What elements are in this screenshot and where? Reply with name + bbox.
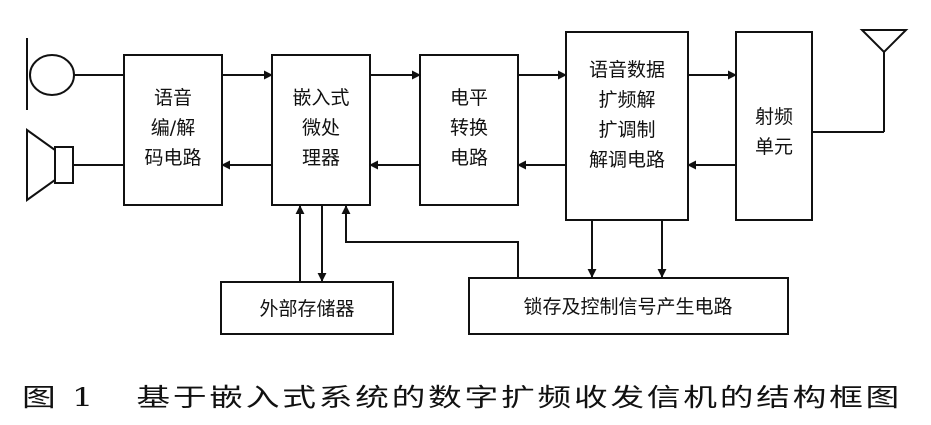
box-label-line: 电路 — [450, 147, 488, 169]
box-label-line: 锁存及控制信号产生电路 — [523, 296, 732, 318]
box-label-line: 微处 — [302, 117, 340, 139]
external-memory-box — [220, 281, 394, 335]
box-label-line: 嵌入式 — [292, 87, 349, 109]
speech-codec-label: 语音编/解码电路 — [144, 87, 201, 169]
box-label-line: 射频 — [755, 106, 793, 128]
box-label-line: 理器 — [302, 147, 340, 169]
box-label-line: 解调电路 — [589, 149, 665, 171]
box-label-line: 转换 — [450, 117, 488, 139]
box-label-line: 电平 — [450, 87, 488, 109]
rf-unit-box — [735, 31, 813, 221]
microphone-icon — [26, 38, 75, 110]
box-label-line: 编/解 — [151, 117, 195, 139]
embedded-mcu-label: 嵌入式微处理器 — [292, 87, 349, 169]
external-memory-label: 外部存储器 — [259, 298, 354, 320]
latch-control-label: 锁存及控制信号产生电路 — [523, 296, 732, 318]
box-label-line: 扩调制 — [598, 119, 655, 141]
box-label-line: 语音 — [154, 87, 192, 109]
box-label-line: 码电路 — [144, 147, 201, 169]
spread-spectrum-modem-label: 语音数据扩频解扩调制解调电路 — [589, 59, 665, 171]
spread-spectrum-modem-box — [565, 31, 689, 221]
level-shift-label: 电平转换电路 — [450, 87, 488, 169]
box-label-line: 扩频解 — [598, 89, 655, 111]
latch-control-box — [468, 277, 789, 335]
speech-codec-box — [123, 54, 223, 206]
rf-unit-label: 射频单元 — [755, 106, 793, 158]
box-label-line: 单元 — [755, 136, 793, 158]
level-shift-box — [419, 54, 519, 206]
speaker-icon — [26, 128, 74, 202]
figure-caption: 图 1 基于嵌入式系统的数字扩频收发信机的结构框图 — [22, 383, 902, 412]
box-label-line: 语音数据 — [589, 59, 665, 81]
box-label-line: 外部存储器 — [259, 298, 354, 320]
antenna-icon — [859, 29, 909, 132]
latch-to-mcu-arrow — [341, 205, 519, 278]
